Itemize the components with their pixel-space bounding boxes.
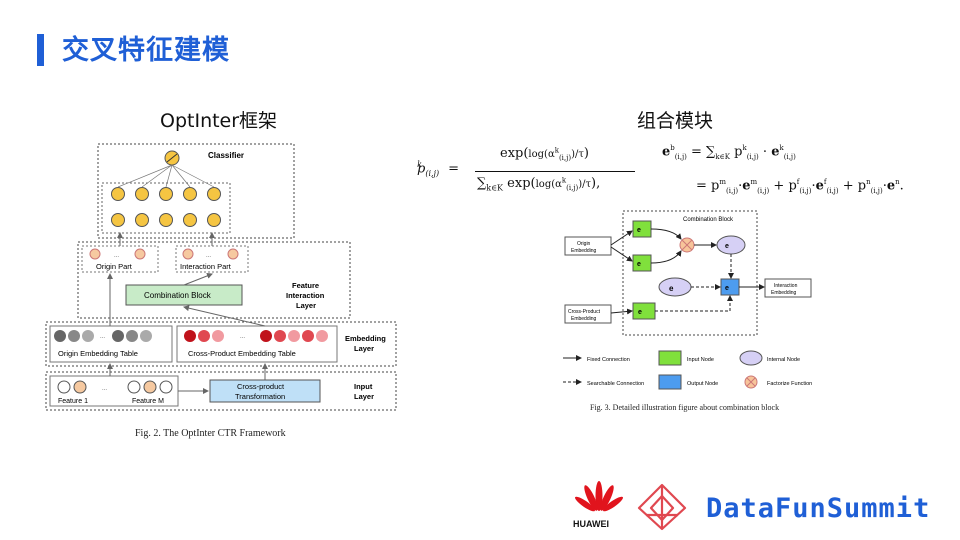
- svg-text:...: ...: [102, 386, 107, 392]
- svg-text:Cross-Product: Cross-Product: [568, 309, 601, 315]
- svg-text:Input: Input: [354, 382, 373, 391]
- datafun-summit-brand: DataFunSummit: [706, 493, 931, 524]
- fig3-caption: Fig. 3. Detailed illustration figure abo…: [590, 403, 780, 412]
- cross-table-label: Cross-Product Embedding Table: [188, 349, 296, 358]
- classifier-box: [97, 143, 295, 239]
- input-node-ei: [632, 220, 652, 238]
- input-node-em: [632, 302, 656, 320]
- svg-text:Interaction: Interaction: [286, 291, 325, 300]
- origin-embedding-circles: [54, 330, 152, 342]
- slide-title: 交叉特征建模: [62, 35, 230, 66]
- interaction-part-label: Interaction Part: [180, 262, 232, 271]
- hidden-neurons: [111, 187, 221, 227]
- combination-block-box: [622, 210, 758, 336]
- input-node-ej: [632, 254, 652, 272]
- svg-text:...: ...: [240, 334, 245, 340]
- svg-text:Searchable Connection: Searchable Connection: [587, 381, 644, 387]
- svg-text:Fixed Connection: Fixed Connection: [587, 357, 630, 363]
- svg-text:Input Node: Input Node: [687, 357, 714, 363]
- embedding-layer-box: [45, 321, 397, 367]
- svg-text:Embedding: Embedding: [571, 316, 597, 322]
- svg-text:Feature: Feature: [292, 281, 319, 290]
- svg-text:Interaction: Interaction: [774, 283, 798, 289]
- featureM-label: Feature M: [132, 398, 164, 405]
- svg-text:Origin: Origin: [577, 241, 591, 247]
- svg-text:Embedding: Embedding: [345, 334, 386, 343]
- internal-node-en: [658, 277, 692, 297]
- svg-text:e: e: [669, 284, 674, 293]
- svg-text:e: e: [725, 285, 729, 292]
- svg-text:e: e: [725, 243, 729, 250]
- title-accent-bar: [37, 34, 44, 66]
- svg-text:...: ...: [114, 253, 119, 259]
- svg-text:Factorize Function: Factorize Function: [767, 381, 812, 387]
- optinter-framework-figure: Classifier ... Origin Part ... Interacti…: [45, 143, 397, 411]
- datafun-mark-icon: [637, 483, 687, 531]
- svg-text:Layer: Layer: [354, 344, 374, 353]
- svg-text:Embedding: Embedding: [571, 248, 597, 254]
- right-heading: 组合模块: [637, 110, 714, 132]
- svg-text:Embedding: Embedding: [771, 290, 797, 296]
- cross-embedding-circles: [184, 330, 328, 342]
- huawei-wordmark: HUAWEI: [573, 519, 609, 529]
- svg-text:Transformation: Transformation: [235, 392, 285, 401]
- svg-text:...: ...: [206, 253, 211, 259]
- svg-text:Cross-product: Cross-product: [237, 382, 285, 391]
- svg-text:e: e: [637, 227, 641, 234]
- svg-text:...: ...: [100, 334, 105, 340]
- origin-part-label: Origin Part: [96, 262, 133, 271]
- classifier-label: Classifier: [208, 151, 244, 160]
- svg-text:Layer: Layer: [354, 392, 374, 401]
- combination-block-figure: Combination Block Origin Embedding Cross…: [563, 210, 812, 390]
- svg-text:Layer: Layer: [296, 301, 316, 310]
- internal-node-ef: [716, 235, 746, 255]
- origin-table-label: Origin Embedding Table: [58, 349, 138, 358]
- left-heading: OptInter框架: [160, 110, 278, 132]
- svg-text:Output Node: Output Node: [687, 381, 718, 387]
- feature1-label: Feature 1: [58, 398, 88, 405]
- combination-block-label: Combination Block: [144, 291, 212, 300]
- svg-text:e: e: [637, 261, 641, 268]
- output-node-eb: [720, 278, 740, 296]
- huawei-logo: [575, 481, 623, 512]
- input-layer-box: [45, 371, 397, 411]
- svg-text:e: e: [638, 309, 642, 316]
- combination-block-title: Combination Block: [683, 217, 734, 223]
- feature-interaction-layer-box: [77, 241, 351, 319]
- equation-probability: p(i,j)k = exp(log(αk(i,j))/τ) ∑k∈K exp(l…: [415, 142, 645, 204]
- svg-text:Internal Node: Internal Node: [767, 357, 800, 363]
- fig2-caption: Fig. 2. The OptInter CTR Framework: [135, 428, 286, 439]
- equation-combination: eb(i,j) = ∑k∈K pk(i,j) · ek(i,j) = pm(i,…: [662, 144, 904, 195]
